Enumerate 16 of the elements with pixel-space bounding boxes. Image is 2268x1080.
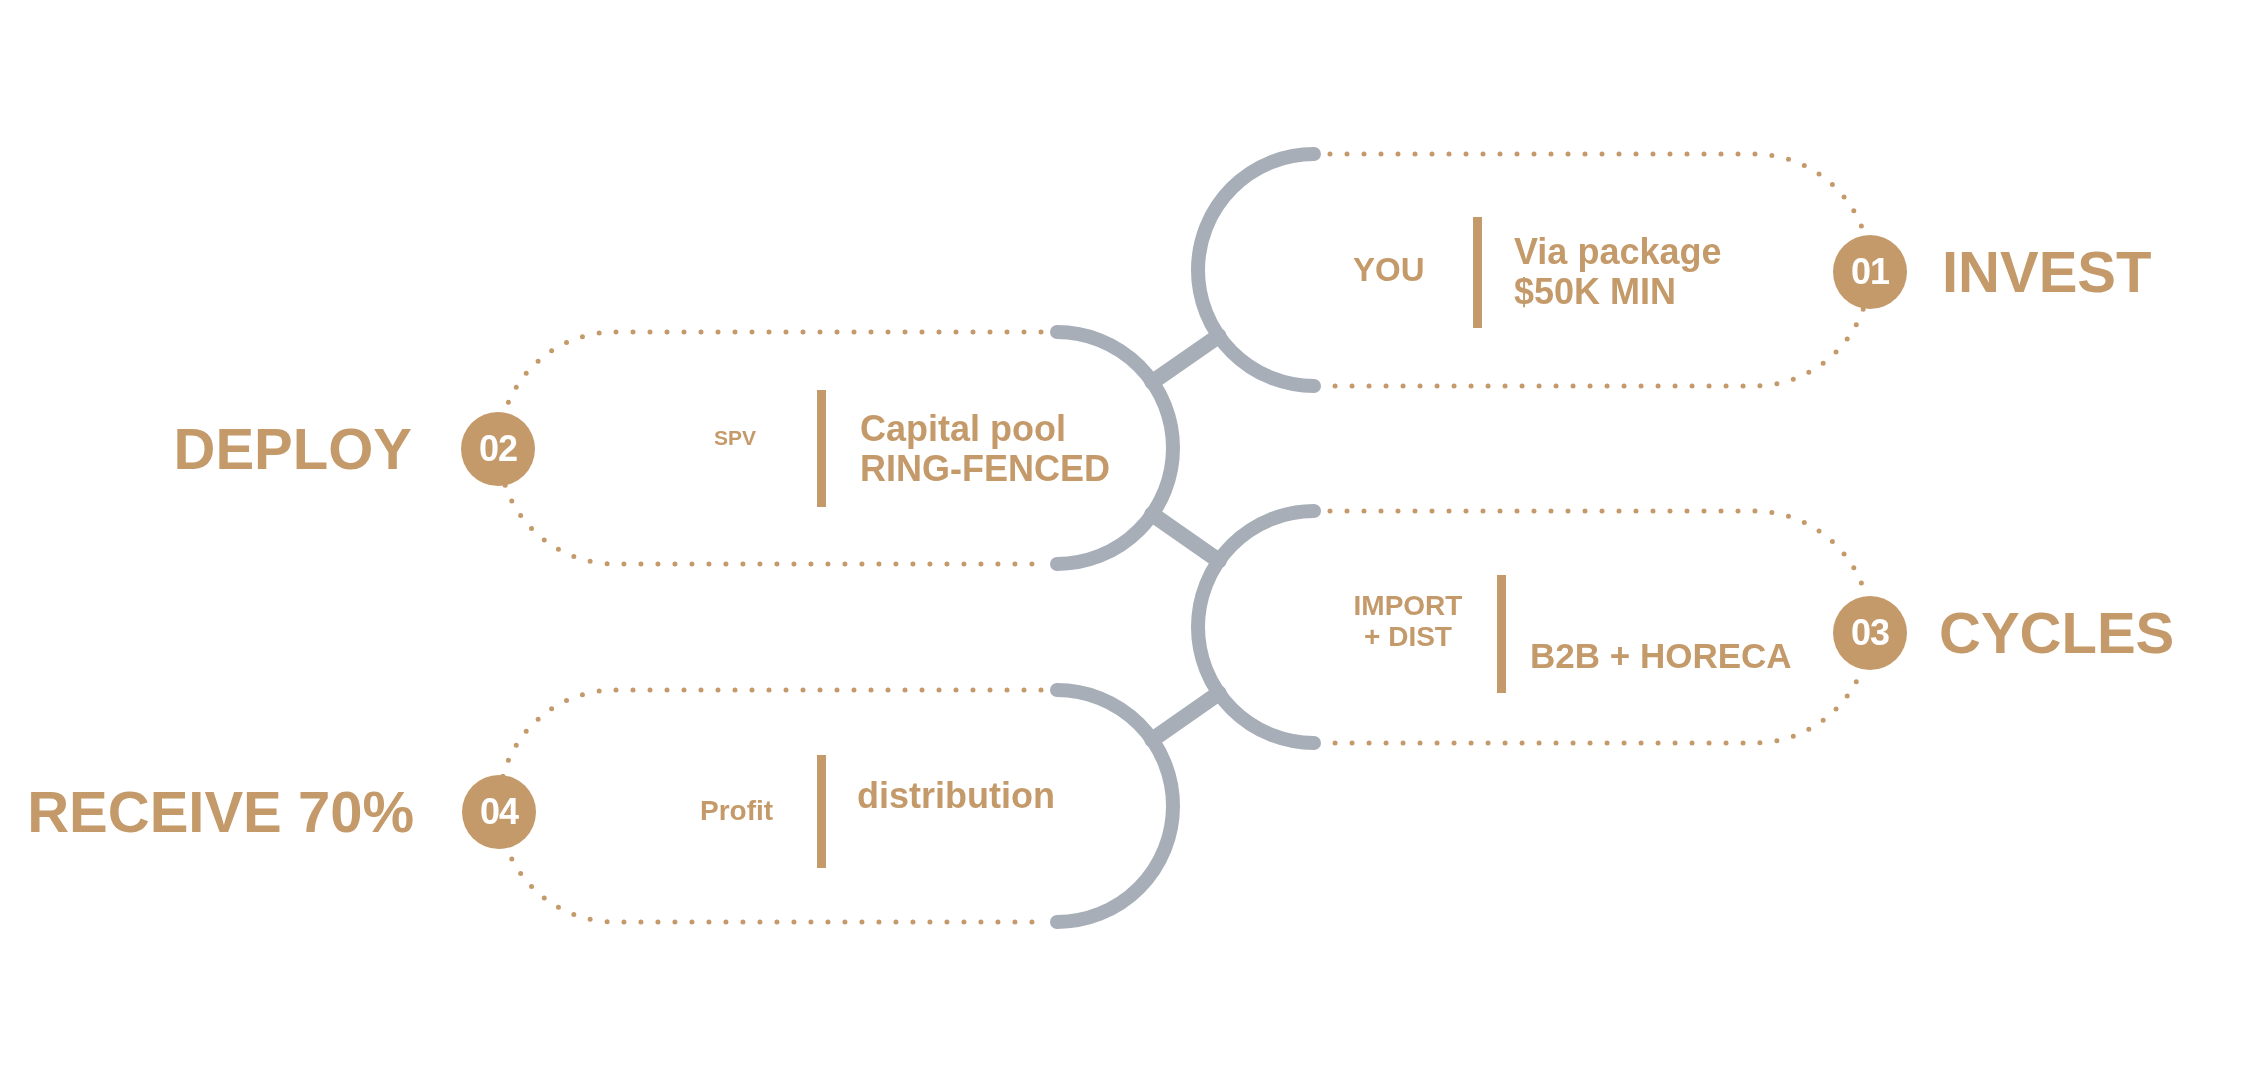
step-heading: RECEIVE 70% xyxy=(27,780,414,844)
step-number-badge: 02 xyxy=(461,412,535,486)
detail-text: Capital pool RING-FENCED xyxy=(860,409,1111,489)
detail-text: B2B + HORECA xyxy=(1530,636,1792,676)
role-label: IMPORT + DIST xyxy=(1353,591,1463,653)
detail-text: Via package $50K MIN xyxy=(1514,232,1723,312)
step-number-badge: 03 xyxy=(1833,596,1907,670)
step-number-badge: 01 xyxy=(1833,235,1907,309)
detail-text: distribution xyxy=(857,776,1055,816)
role-label: YOU xyxy=(1353,251,1425,289)
step-number-badge: 04 xyxy=(462,775,536,849)
role-label: SPV xyxy=(714,426,757,450)
step-heading: DEPLOY xyxy=(173,417,412,481)
role-label: Profit xyxy=(700,795,774,827)
step-heading: CYCLES xyxy=(1939,601,2175,665)
step-heading: INVEST xyxy=(1942,240,2152,304)
